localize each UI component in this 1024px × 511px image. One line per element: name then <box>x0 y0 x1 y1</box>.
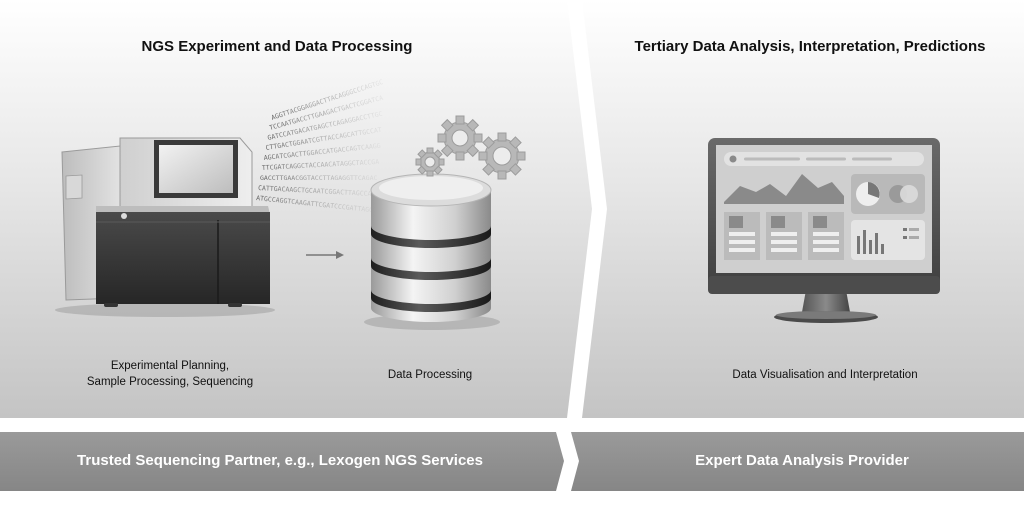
arrow-right-icon <box>306 251 344 259</box>
right-banner-shape <box>571 432 1024 491</box>
left-banner-label: Trusted Sequencing Partner, e.g., Lexoge… <box>77 452 483 469</box>
svg-text:GACCTTGAACGGTACCTTAGAGGTTCAGAC: GACCTTGAACGGTACCTTAGAGGTTCAGAC <box>260 174 377 182</box>
sequencer-icon <box>55 137 275 317</box>
right-panel-title: Tertiary Data Analysis, Interpretation, … <box>634 38 986 55</box>
visualisation-caption: Data Visualisation and Interpretation <box>732 369 918 381</box>
sequencing-caption-line1: Experimental Planning, <box>110 360 230 372</box>
left-panel-title: NGS Experiment and Data Processing <box>141 38 413 55</box>
right-banner-label: Expert Data Analysis Provider <box>695 452 909 469</box>
left-banner-shape <box>0 432 564 491</box>
monitor-dashboard-icon <box>708 138 940 323</box>
gears-icon <box>415 115 526 180</box>
processing-caption: Data Processing <box>387 369 473 381</box>
sequencing-caption: Experimental Planning, Sample Processing… <box>40 358 300 390</box>
database-icon <box>364 173 500 330</box>
sequencing-caption-line2: Sample Processing, Sequencing <box>86 376 254 388</box>
